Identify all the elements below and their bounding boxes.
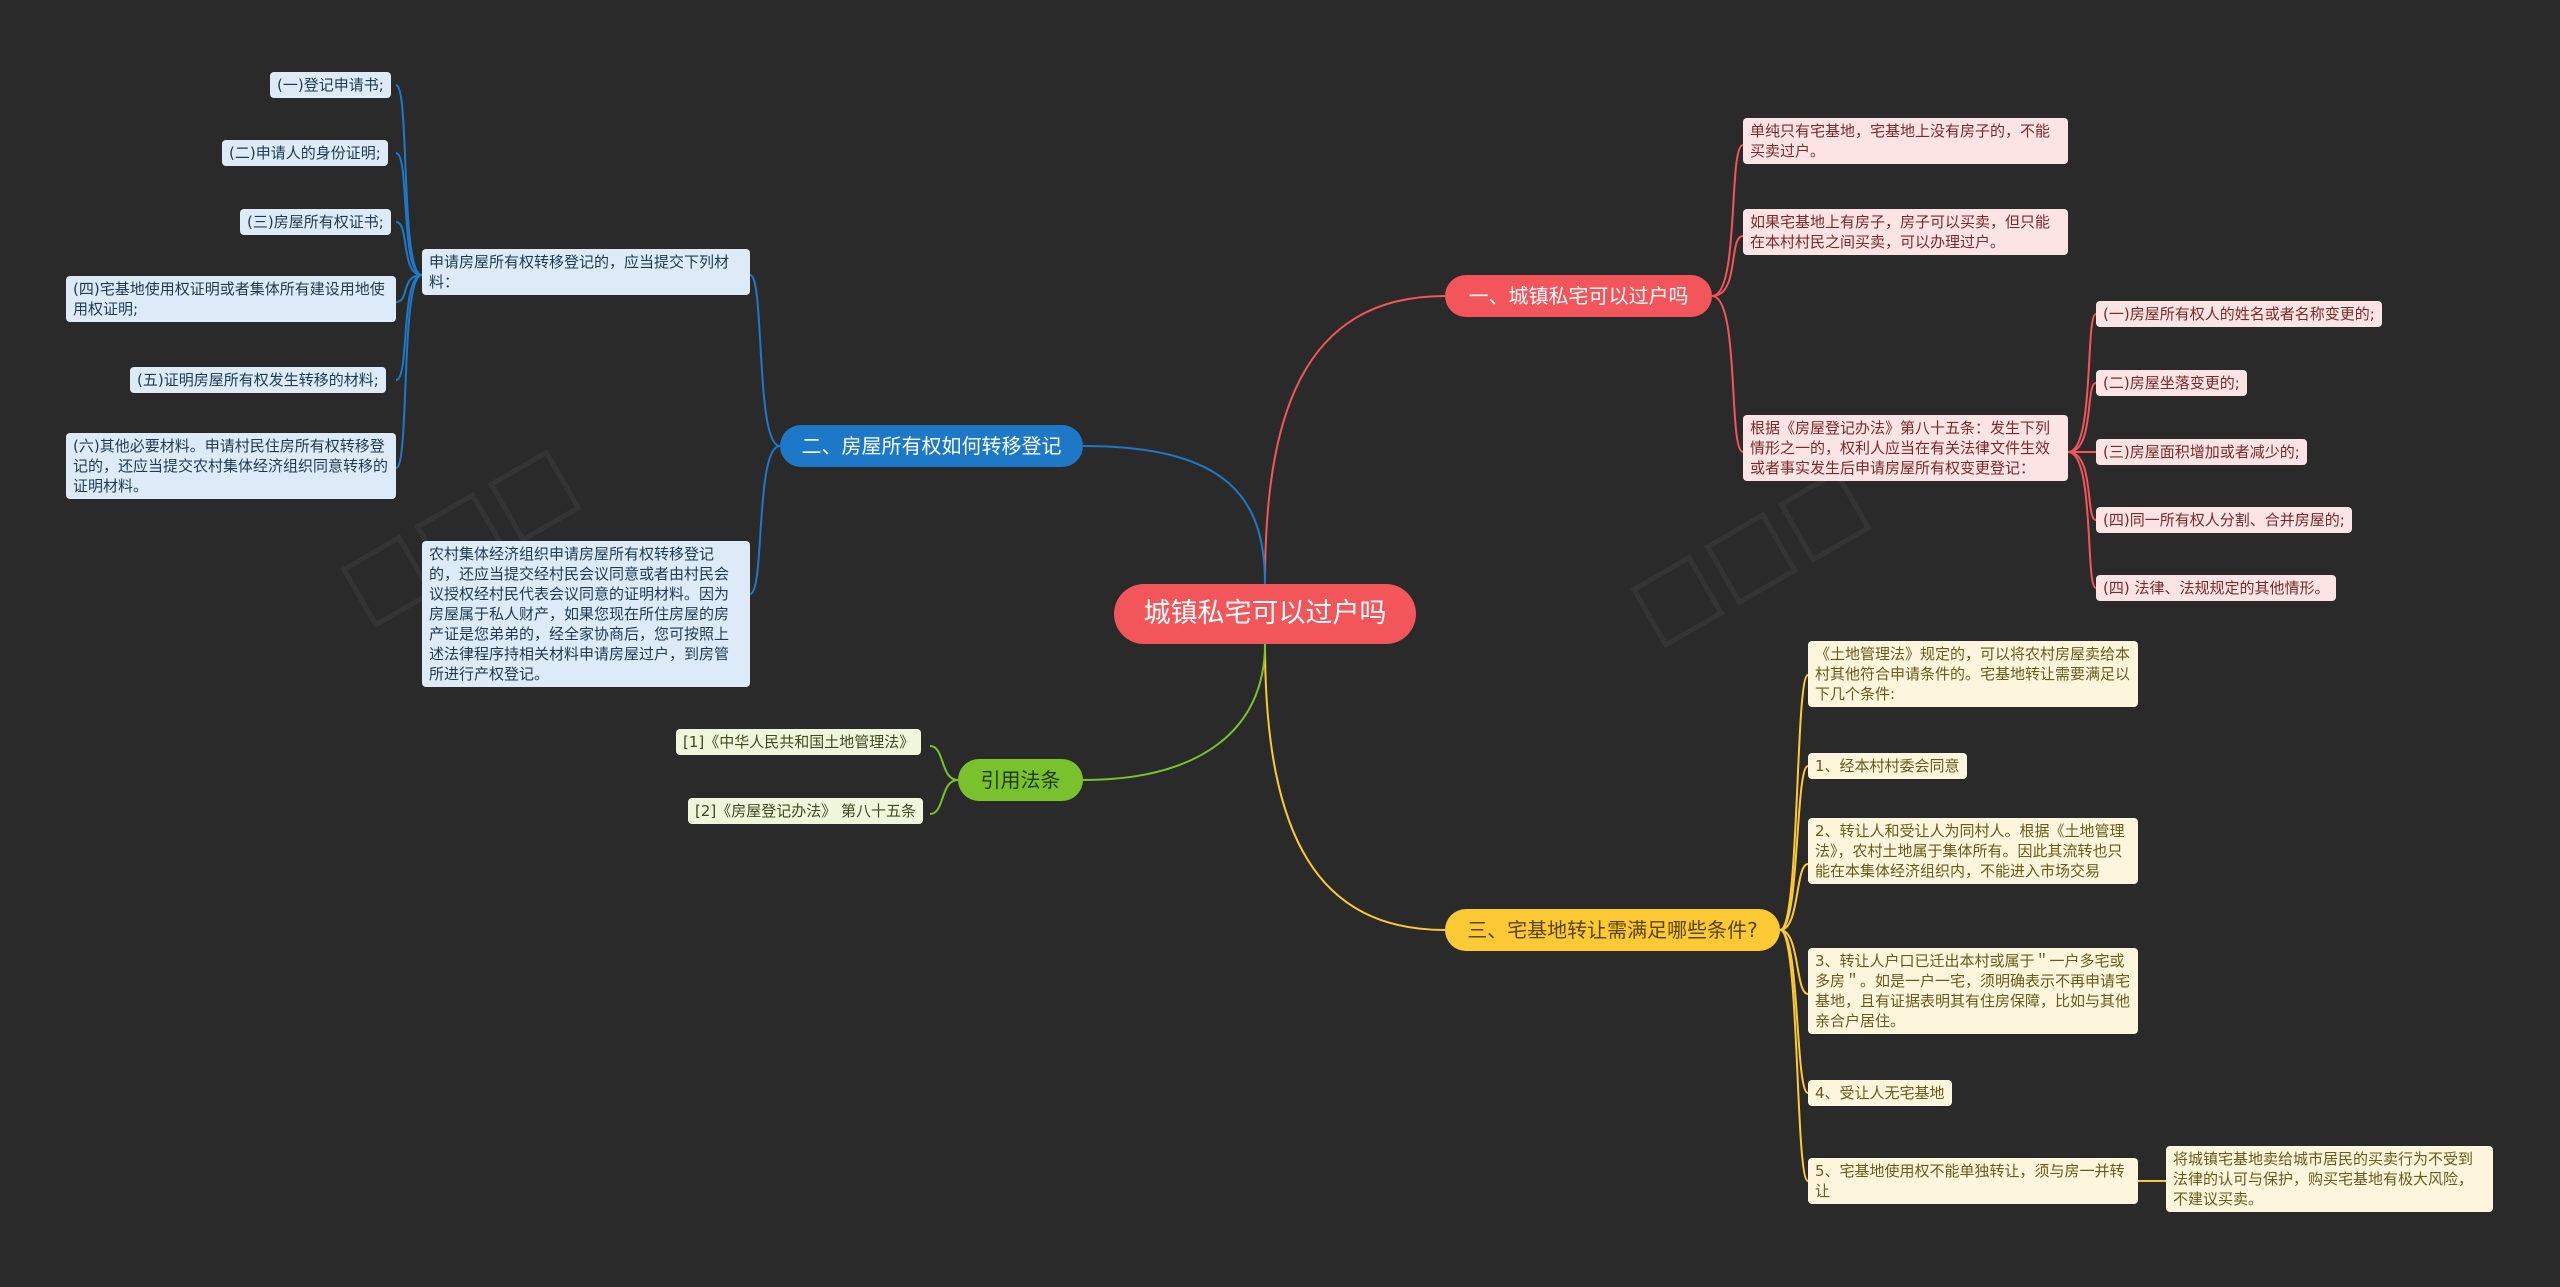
leaf-other-materials[interactable]: (六)其他必要材料。申请村民住房所有权转移登记的，还应当提交农村集体经济组织同意…	[66, 433, 396, 499]
leaf-condition-2[interactable]: 2、转让人和受让人为同村人。根据《土地管理法》，农村土地属于集体所有。因此其流转…	[1808, 818, 2138, 884]
leaf-area-change[interactable]: (三)房屋面积增加或者减少的;	[2096, 439, 2307, 465]
leaf-collective-approval[interactable]: 农村集体经济组织申请房屋所有权转移登记的，还应当提交经村民会议同意或者由村民会议…	[422, 541, 750, 687]
branch-transfer-registration[interactable]: 二、房屋所有权如何转移登记	[780, 425, 1083, 467]
branch-cited-laws[interactable]: 引用法条	[958, 759, 1083, 801]
leaf-condition-1[interactable]: 1、经本村村委会同意	[1808, 753, 1967, 779]
leaf-land-management-law[interactable]: [1]《中华人民共和国土地管理法》	[676, 729, 922, 755]
leaf-land-use-cert[interactable]: (四)宅基地使用权证明或者集体所有建设用地使用权证明;	[66, 276, 396, 322]
branch-homestead-conditions[interactable]: 三、宅基地转让需满足哪些条件?	[1445, 909, 1780, 951]
leaf-required-materials[interactable]: 申请房屋所有权转移登记的，应当提交下列材料：	[422, 249, 750, 295]
leaf-risk-warning[interactable]: 将城镇宅基地卖给城市居民的买卖行为不受到法律的认可与保护，购买宅基地有极大风险，…	[2166, 1146, 2493, 1212]
leaf-no-house[interactable]: 单纯只有宅基地，宅基地上没有房子的，不能买卖过户。	[1743, 118, 2068, 164]
leaf-registration-measures[interactable]: [2]《房屋登记办法》 第八十五条	[688, 798, 924, 824]
leaf-id-proof[interactable]: (二)申请人的身份证明;	[222, 140, 388, 166]
leaf-article-85[interactable]: 根据《房屋登记办法》第八十五条：发生下列情形之一的，权利人应当在有关法律文件生效…	[1743, 415, 2068, 481]
leaf-name-change[interactable]: (一)房屋所有权人的姓名或者名称变更的;	[2096, 301, 2382, 327]
leaf-condition-3[interactable]: 3、转让人户口已迁出本村或属于＂一户多宅或多房＂。如是一户一宅，须明确表示不再申…	[1808, 948, 2138, 1034]
branch-can-transfer[interactable]: 一、城镇私宅可以过户吗	[1445, 275, 1712, 317]
leaf-land-law[interactable]: 《土地管理法》规定的，可以将农村房屋卖给本村其他符合申请条件的。宅基地转让需要满…	[1808, 641, 2138, 707]
leaf-transfer-proof[interactable]: (五)证明房屋所有权发生转移的材料;	[130, 367, 386, 393]
leaf-has-house[interactable]: 如果宅基地上有房子，房子可以买卖，但只能在本村村民之间买卖，可以办理过户。	[1743, 209, 2068, 255]
leaf-location-change[interactable]: (二)房屋坐落变更的;	[2096, 370, 2247, 396]
leaf-split-merge[interactable]: (四)同一所有权人分割、合并房屋的;	[2096, 507, 2352, 533]
leaf-application-form[interactable]: (一)登记申请书;	[270, 72, 391, 98]
leaf-ownership-cert[interactable]: (三)房屋所有权证书;	[240, 209, 391, 235]
leaf-condition-5[interactable]: 5、宅基地使用权不能单独转让，须与房一并转让	[1808, 1158, 2138, 1204]
leaf-condition-4[interactable]: 4、受让人无宅基地	[1808, 1080, 1952, 1106]
leaf-other-cases[interactable]: (四) 法律、法规规定的其他情形。	[2096, 575, 2337, 601]
root-topic[interactable]: 城镇私宅可以过户吗	[1114, 584, 1416, 644]
